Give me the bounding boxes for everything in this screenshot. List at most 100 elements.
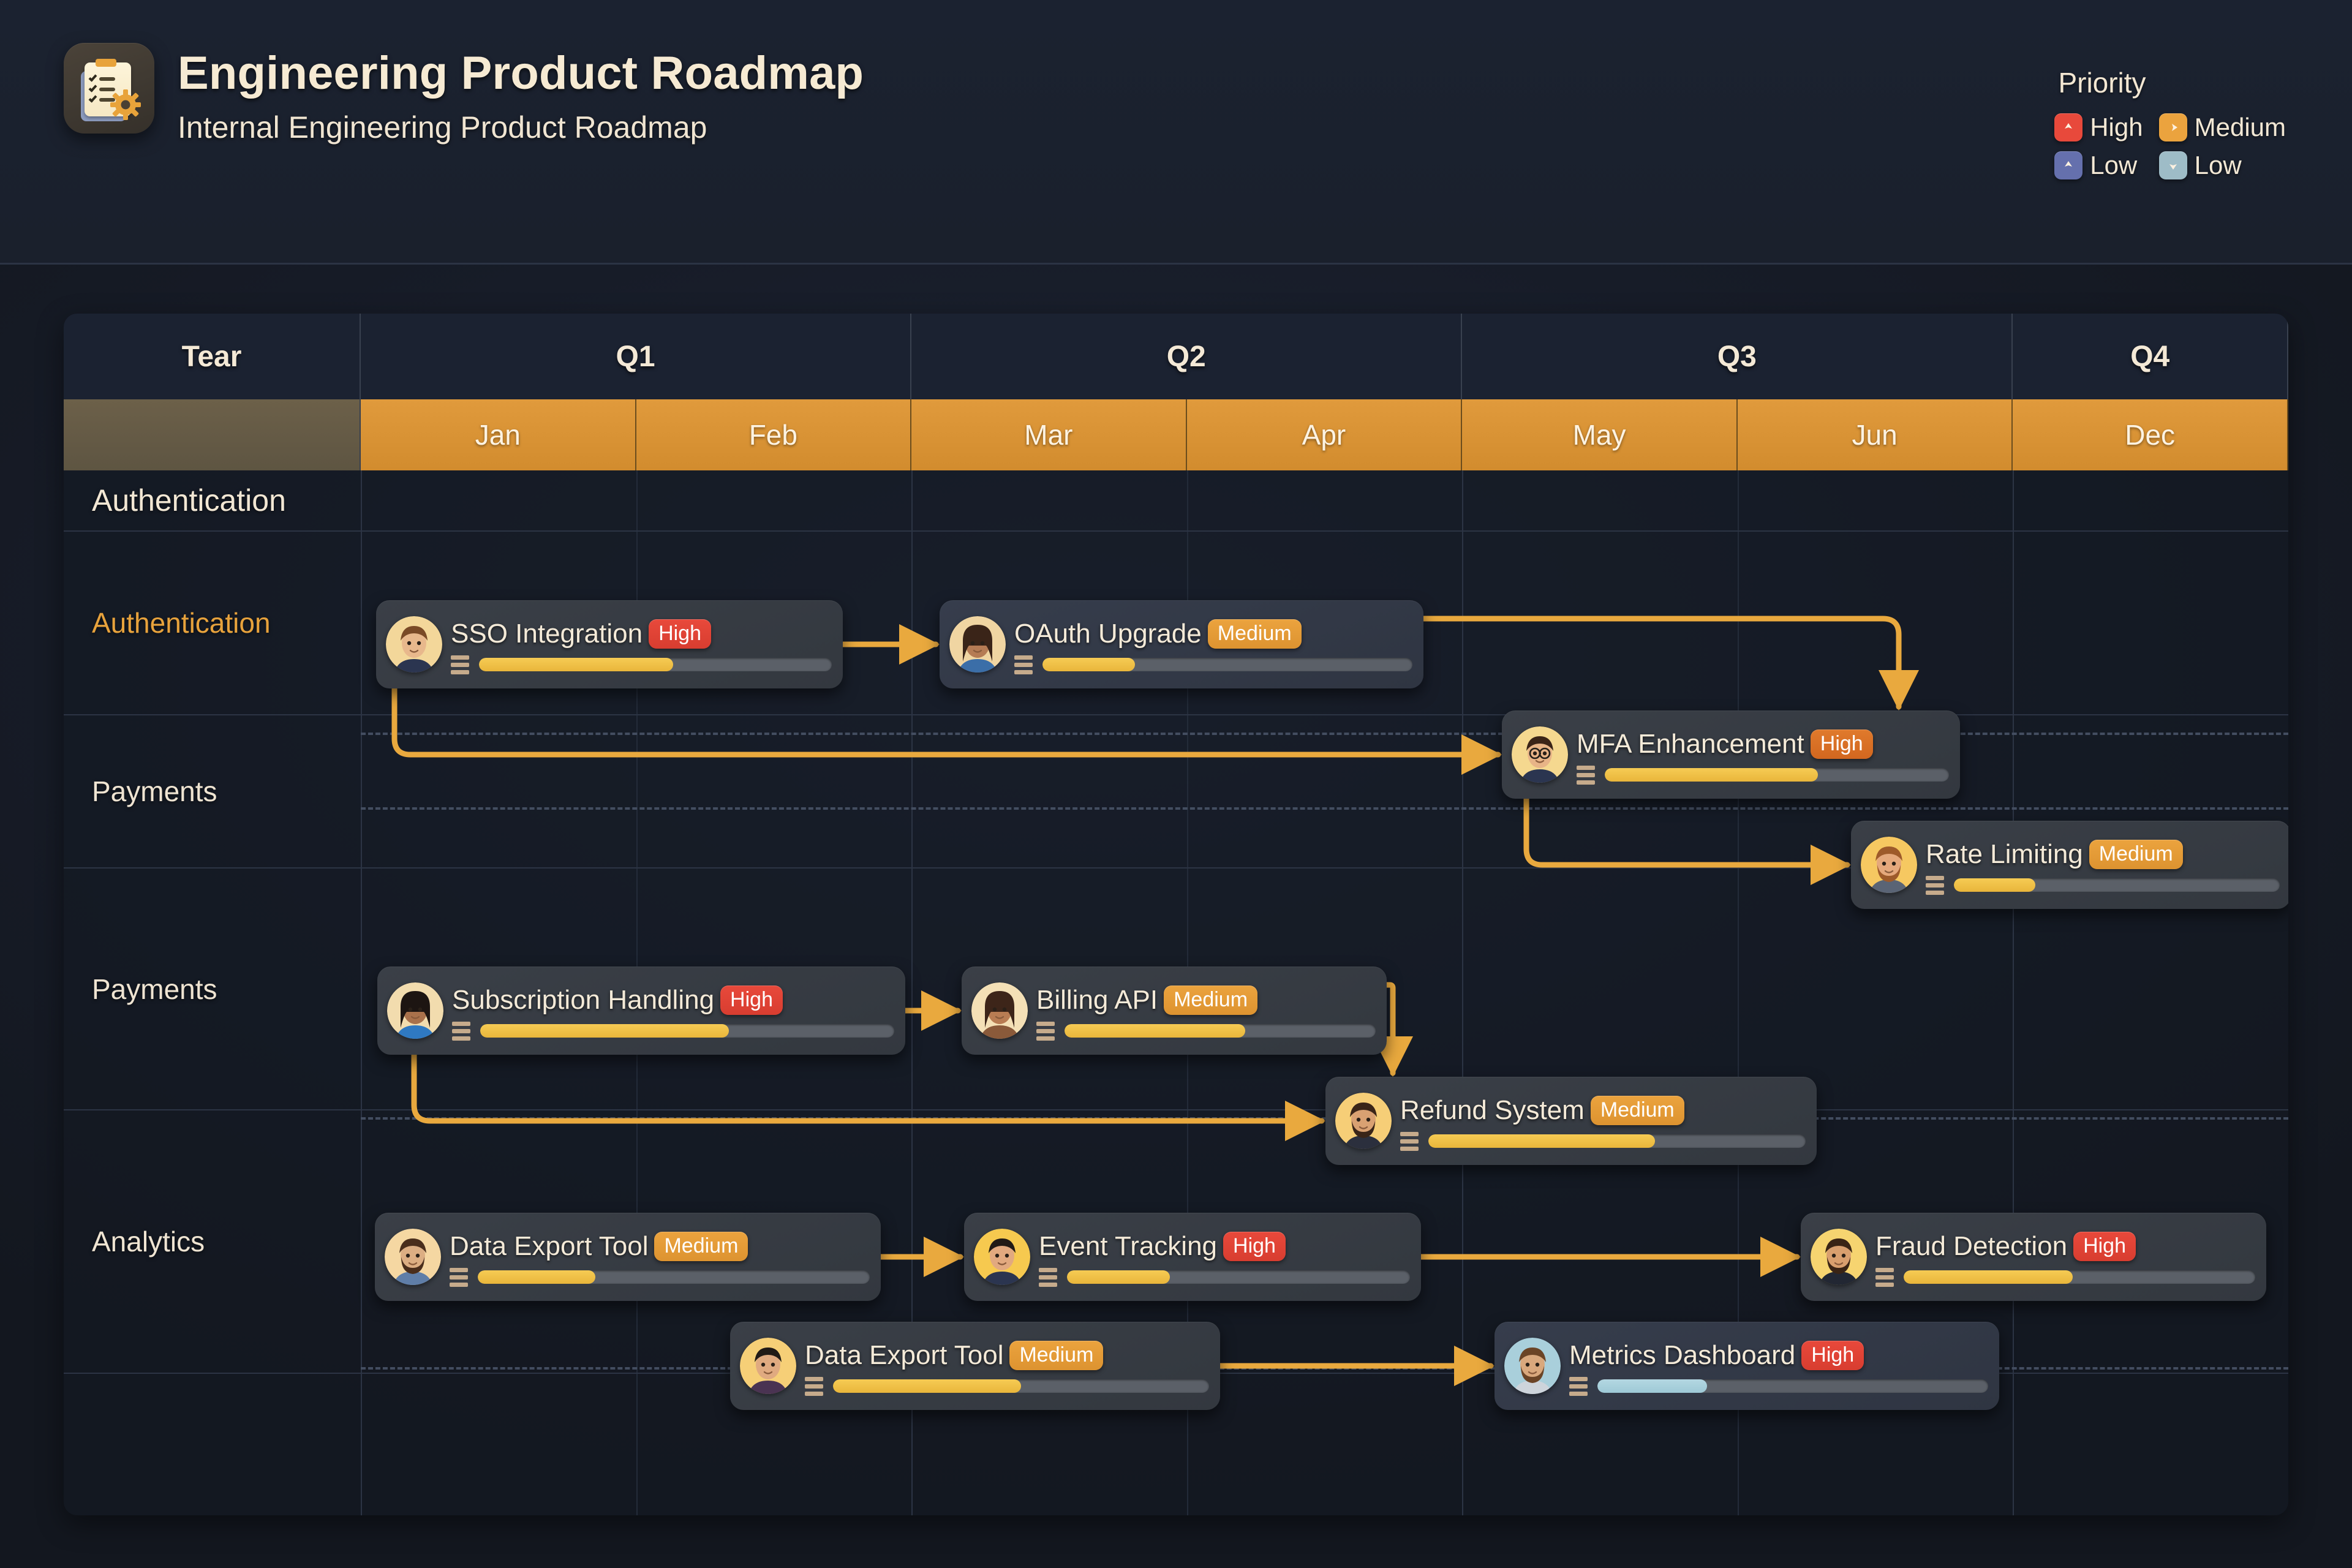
assignee-avatar <box>387 982 443 1039</box>
drag-handle-icon[interactable] <box>452 1021 470 1041</box>
legend-item-medium-1[interactable]: Medium <box>2158 113 2286 142</box>
drag-handle-icon[interactable] <box>1569 1376 1588 1396</box>
month-header-jan[interactable]: Jan <box>361 399 636 470</box>
drag-handle-icon[interactable] <box>1036 1021 1055 1041</box>
drag-handle-icon[interactable] <box>1577 765 1595 785</box>
task-card-bottom-row <box>1569 1376 1988 1396</box>
drag-handle-icon[interactable] <box>1926 875 1944 895</box>
month-header-apr[interactable]: Apr <box>1186 399 1463 470</box>
priority-badge[interactable]: High <box>1801 1340 1864 1370</box>
quarter-header-q1[interactable]: Q1 <box>361 314 912 399</box>
drag-handle-icon[interactable] <box>1400 1131 1419 1151</box>
quarter-label: Q4 <box>2130 340 2170 373</box>
legend-item-label: Medium <box>2194 113 2286 141</box>
task-title: Refund System <box>1400 1095 1585 1125</box>
task-title: Data Export Tool <box>805 1340 1004 1370</box>
grid-line <box>361 470 362 1515</box>
task-title: Rate Limiting <box>1926 839 2083 869</box>
swimlane-payments-1[interactable]: Payments <box>64 715 2288 869</box>
legend-item-low-2[interactable]: Low <box>2054 151 2143 180</box>
priority-badge[interactable]: Medium <box>654 1231 748 1261</box>
quarter-header-q3[interactable]: Q3 <box>1462 314 2013 399</box>
month-header-dec[interactable]: Dec <box>2013 399 2288 470</box>
legend-item-low-3[interactable]: Low <box>2158 151 2286 180</box>
assignee-avatar <box>1811 1229 1867 1285</box>
swimlane-label: Authentication <box>92 607 271 639</box>
swimlane-label: Payments <box>92 775 217 807</box>
drag-handle-icon[interactable] <box>1039 1267 1057 1287</box>
swimlane-label: Analytics <box>92 1226 205 1257</box>
priority-badge[interactable]: High <box>1810 729 1873 759</box>
priority-medium-right-arrow-icon <box>2158 113 2187 141</box>
month-header-may[interactable]: May <box>1462 399 1738 470</box>
sub-row-separator <box>361 807 2288 810</box>
sub-row-separator <box>361 1117 2288 1120</box>
task-card-bottom-row <box>1875 1267 2255 1287</box>
drag-handle-icon[interactable] <box>451 655 469 674</box>
task-title: Subscription Handling <box>452 984 715 1015</box>
team-column-header: Tear <box>64 314 361 399</box>
legend-item-high-0[interactable]: High <box>2054 113 2143 142</box>
month-header-jun[interactable]: Jun <box>1737 399 2013 470</box>
task-card-bottom-row <box>805 1376 1209 1396</box>
quarter-header-q4[interactable]: Q4 <box>2013 314 2288 399</box>
priority-badge[interactable]: Medium <box>1009 1340 1104 1370</box>
progress-bar <box>479 658 832 671</box>
priority-badge[interactable]: Medium <box>1590 1095 1684 1125</box>
drag-handle-icon[interactable] <box>805 1376 823 1396</box>
task-card-bottom-row <box>1039 1267 1410 1287</box>
assignee-avatar <box>971 982 1028 1039</box>
section-header: Authentication <box>64 470 2288 532</box>
drag-handle-icon[interactable] <box>450 1267 468 1287</box>
priority-badge[interactable]: Medium <box>1164 985 1258 1015</box>
legend-title: Priority <box>2058 67 2146 99</box>
progress-bar <box>1605 768 1949 782</box>
priority-badge[interactable]: High <box>2073 1231 2136 1261</box>
task-title: SSO Integration <box>451 618 643 649</box>
priority-badge[interactable]: High <box>1223 1231 1286 1261</box>
assignee-avatar <box>385 1229 441 1285</box>
month-header-mar[interactable]: Mar <box>911 399 1187 470</box>
progress-bar <box>478 1270 870 1284</box>
priority-badge[interactable]: High <box>649 619 712 649</box>
task-card-bottom-row <box>450 1267 870 1287</box>
priority-badge[interactable]: Medium <box>2089 839 2183 869</box>
task-title: Fraud Detection <box>1875 1231 2068 1261</box>
team-column-month-spacer <box>64 399 361 470</box>
month-label: Dec <box>2125 419 2176 451</box>
priority-badge[interactable]: High <box>720 985 783 1015</box>
page-subtitle: Internal Engineering Product Roadmap <box>178 110 707 145</box>
task-card-bottom-row <box>1036 1021 1376 1041</box>
legend-item-label: Low <box>2194 151 2242 179</box>
drag-handle-icon[interactable] <box>1875 1267 1894 1287</box>
grid-line <box>2013 470 2015 1515</box>
drag-handle-icon[interactable] <box>1014 655 1033 674</box>
quarter-header-q2[interactable]: Q2 <box>911 314 1463 399</box>
task-card-bottom-row <box>1926 875 2280 895</box>
assignee-avatar <box>386 616 442 673</box>
month-header-feb[interactable]: Feb <box>636 399 912 470</box>
priority-badge[interactable]: Medium <box>1207 619 1302 649</box>
